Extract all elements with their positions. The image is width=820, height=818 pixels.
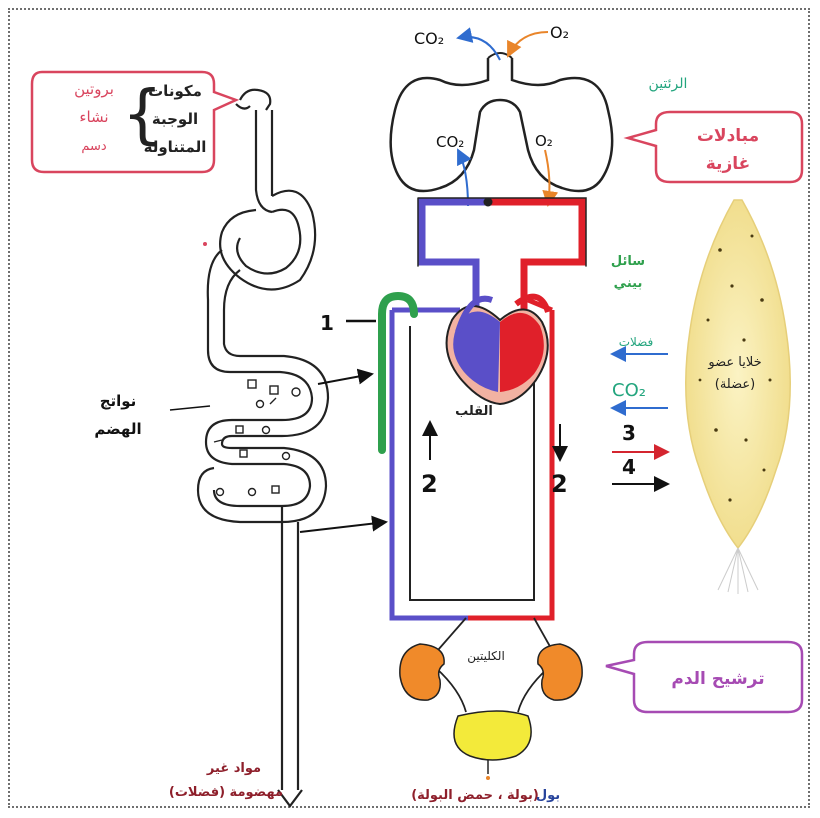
digestion-products-label: نواتج الهضم bbox=[94, 392, 141, 438]
number-4: 4 bbox=[622, 455, 636, 479]
muscle-label-line-1: خلايا عضو bbox=[707, 355, 761, 370]
lymph-label: سائل بيني bbox=[611, 254, 645, 291]
filtration-callout: ترشيح الدم bbox=[606, 642, 802, 712]
heart-label: القلب bbox=[455, 404, 493, 419]
digestive-tract bbox=[198, 90, 328, 806]
stray-dot bbox=[203, 242, 207, 246]
flow-arrows: 2 2 bbox=[421, 422, 568, 498]
heart: القلب bbox=[447, 297, 548, 419]
meal-item-protein: بروتين bbox=[74, 80, 114, 98]
muscle-organ: خلايا عضو (عضلة) bbox=[686, 200, 790, 594]
digestion-products-line-1: نواتج bbox=[100, 392, 137, 410]
muscle-label-line-2: (عضلة) bbox=[715, 377, 755, 392]
meal-callout: بروتين نشاء دسم { مكونات الوجبة المتناول… bbox=[32, 72, 236, 172]
undigested-label: مواد غير مهضومة (فضلات) bbox=[169, 761, 283, 800]
gas-line-2: غازية bbox=[706, 154, 750, 174]
gas-exchange-callout: مبادلات غازية bbox=[628, 112, 802, 182]
number-2-left: 2 bbox=[421, 470, 438, 498]
number-3: 3 bbox=[622, 421, 636, 445]
waste-label: فضلات bbox=[619, 335, 654, 349]
co2-cell-label: CO₂ bbox=[612, 380, 646, 401]
number-2-right: 2 bbox=[551, 470, 568, 498]
lymph-vessel: 1 bbox=[320, 296, 414, 450]
lungs-label: الرئتين bbox=[649, 76, 688, 92]
meal-item-starch: نشاء bbox=[79, 108, 108, 126]
meal-line-2: الوجبة bbox=[152, 110, 198, 128]
number-1: 1 bbox=[320, 311, 334, 335]
co2-out-label: CO₂ bbox=[414, 29, 444, 48]
o2-inner-label: O₂ bbox=[535, 132, 553, 150]
undigested-line-1: مواد غير bbox=[206, 761, 261, 776]
pulmonary-circulation bbox=[418, 198, 586, 316]
kidneys: الكليتين bbox=[400, 644, 582, 700]
digestion-products-line-2: الهضم bbox=[94, 420, 141, 438]
urine-composition: (بولة ، حمض البولة) bbox=[411, 788, 539, 803]
meal-line-3: المتناولة bbox=[144, 138, 207, 156]
co2-inner-label: CO₂ bbox=[436, 133, 464, 151]
o2-in-label: O₂ bbox=[550, 23, 569, 42]
meal-line-1: مكونات bbox=[148, 82, 202, 100]
lymph-label-line-1: سائل bbox=[611, 254, 645, 269]
urine-label: (بولة ، حمض البولة) بول bbox=[411, 788, 560, 803]
filtration-text: ترشيح الدم bbox=[671, 669, 764, 689]
meal-item-fat: دسم bbox=[81, 139, 107, 154]
gas-line-1: مبادلات bbox=[697, 126, 759, 146]
kidneys-label: الكليتين bbox=[467, 649, 505, 664]
renal-vessels bbox=[436, 618, 552, 712]
lungs: الرئتين bbox=[391, 53, 688, 191]
bladder bbox=[454, 711, 531, 780]
undigested-line-2: مهضومة (فضلات) bbox=[169, 785, 283, 800]
lymph-label-line-2: بيني bbox=[614, 276, 643, 291]
urine-prefix: بول bbox=[536, 788, 560, 803]
cell-exchanges: فضلات CO₂ 3 4 bbox=[612, 335, 668, 484]
